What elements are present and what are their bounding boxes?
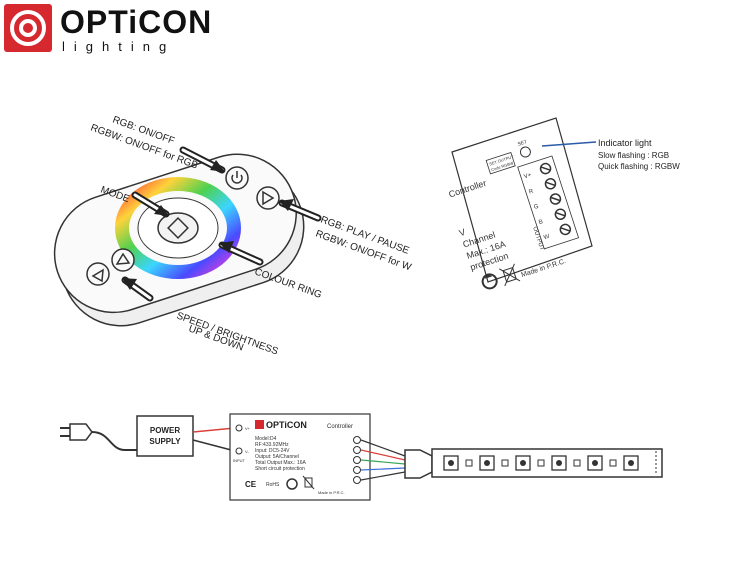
ctrl-detail-pin-label: B (538, 219, 544, 226)
mains-cable (91, 431, 137, 451)
resistor-chip (501, 459, 509, 467)
led-emitter (628, 460, 634, 466)
mains-plug-icon (60, 423, 93, 441)
brand-name: OPTiCON (60, 4, 213, 40)
speed-down-button (86, 262, 110, 286)
ctrl-detail-pin-label: V+ (523, 172, 532, 180)
resistor-chip (465, 459, 473, 467)
recycle-icon (481, 273, 498, 290)
ctrl-weee-icon (302, 475, 315, 490)
ctrl-logo-icon (255, 420, 264, 429)
indicator-leader-line (541, 141, 597, 147)
ctrl-info-line: Short circuit protection (255, 466, 305, 472)
mode-icon (167, 217, 189, 239)
weee-bin-icon (498, 263, 521, 287)
ctrl-info-line: Total Output Max.: 16A (255, 460, 307, 466)
ctrl-minus-label: V- (245, 449, 249, 454)
ctrl-info-line: Output: 5A/Channel (255, 454, 299, 460)
mode-button (157, 212, 199, 244)
terminal-minus-icon (235, 447, 243, 455)
speed-down-icon (91, 268, 104, 283)
ctrl-info-line: RF:433.92MHz (255, 442, 289, 448)
colour-ring (115, 177, 241, 279)
ctrl-info-line: Input: DC5-24V (255, 448, 290, 454)
indicator-light-icon (519, 146, 531, 158)
power-supply-box (136, 415, 194, 457)
ctrl-detail-v: V (458, 227, 467, 238)
resistor-chip (573, 459, 581, 467)
ctrl-detail-pin-label: G (533, 204, 540, 211)
ctrl-brand: OPTiCON (266, 420, 307, 430)
callout-colour-ring: COLOUR RING (253, 266, 323, 301)
resistor-chip (537, 459, 545, 467)
led-emitter (592, 460, 598, 466)
ctrl-detail-set: SET (517, 139, 528, 148)
speed-up-button (111, 248, 135, 272)
ctrl-rohs-mark: RoHS (266, 482, 280, 488)
ctrl-detail-pin-label: R (528, 188, 535, 195)
power-supply-line2: SUPPLY (149, 437, 181, 446)
brand-subtitle: lighting (62, 39, 176, 54)
brand-logo-icon (4, 4, 52, 52)
terminal-plus-icon (235, 424, 243, 432)
led-emitter (448, 460, 454, 466)
led-emitter (556, 460, 562, 466)
led-strip (431, 448, 663, 478)
indicator-quick: Quick flashing : RGBW (598, 162, 680, 171)
led-emitter (520, 460, 526, 466)
led-emitter (484, 460, 490, 466)
controller-detail: Controller V Channel Max.: 16A protectio… (447, 117, 680, 290)
ctrl-title: Controller (327, 424, 353, 430)
ctrl-detail-header-sub: Code RGBW (491, 160, 515, 172)
play-pause-button (256, 186, 280, 210)
ctrl-info-line: Model:D4 (255, 436, 277, 442)
play-pause-icon (262, 190, 275, 206)
power-supply-line1: POWER (150, 426, 180, 435)
rf-remote-control: RGB: ON/OFF RGBW: ON/OFF for RGB MODE RG… (53, 114, 413, 358)
wiring-diagram: POWER SUPPLY OPTiCON Controller Model:D4… (60, 413, 663, 501)
ctrl-recycle-icon (286, 478, 298, 490)
indicator-title: Indicator light (598, 138, 652, 148)
strip-connector (404, 449, 433, 479)
resistor-chip (609, 459, 617, 467)
indicator-slow: Slow flashing : RGB (598, 151, 669, 160)
ctrl-input-label: INPUT (233, 458, 246, 463)
controller-box (229, 413, 371, 501)
ctrl-ce-mark: CE (245, 480, 257, 489)
power-icon (231, 174, 243, 184)
ctrl-detail-pin-label: W (543, 234, 551, 242)
ctrl-made-in: Made in P.R.C. (318, 490, 345, 495)
ctrl-plus-label: V+ (245, 426, 251, 431)
output-terminals (353, 436, 361, 484)
speed-up-icon (115, 252, 131, 265)
